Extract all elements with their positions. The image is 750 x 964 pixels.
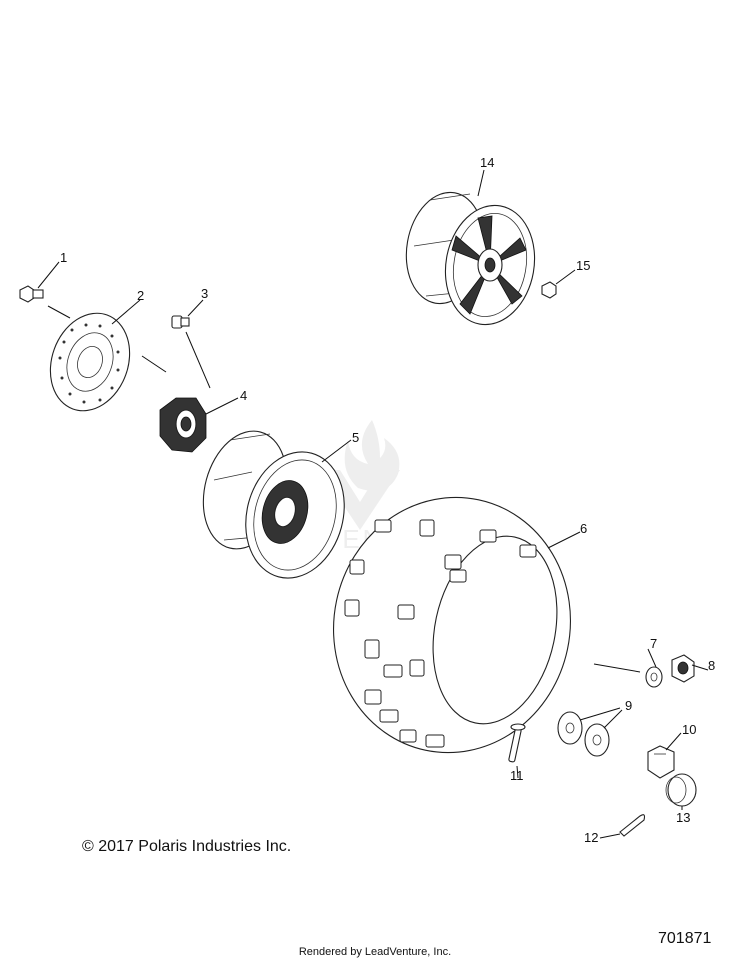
part-13-cap bbox=[665, 773, 697, 807]
part-15-lug-nut bbox=[541, 281, 557, 299]
callout-2: 2 bbox=[137, 288, 144, 303]
callout-15: 15 bbox=[576, 258, 590, 273]
diagram-number: 701871 bbox=[658, 930, 712, 947]
callout-6: 6 bbox=[580, 521, 587, 536]
callout-3: 3 bbox=[201, 286, 208, 301]
part-7-washer bbox=[645, 666, 663, 688]
copyright-text: © 2017 Polaris Industries Inc. bbox=[82, 838, 292, 855]
part-1-bolt bbox=[19, 285, 44, 303]
callout-8: 8 bbox=[708, 658, 715, 673]
part-2-brake-disc bbox=[49, 312, 131, 412]
callout-4: 4 bbox=[240, 388, 247, 403]
callout-5: 5 bbox=[352, 430, 359, 445]
callout-labels: 1 2 3 4 5 6 7 8 9 10 11 12 13 14 15 bbox=[60, 155, 715, 845]
part-4-hub bbox=[159, 397, 207, 453]
part-12-cotter-pin bbox=[619, 814, 646, 837]
leader-lines bbox=[37, 169, 709, 839]
part-9-washers bbox=[557, 711, 610, 757]
callout-13: 13 bbox=[676, 810, 690, 825]
callout-11: 11 bbox=[510, 768, 524, 783]
callout-9: 9 bbox=[625, 698, 632, 713]
callout-7: 7 bbox=[650, 636, 657, 651]
part-3-bolt bbox=[171, 315, 190, 329]
callout-12: 12 bbox=[584, 830, 598, 845]
callout-14: 14 bbox=[480, 155, 494, 170]
part-14-wheel bbox=[405, 191, 536, 326]
part-5-rim bbox=[202, 430, 345, 579]
part-8-nut bbox=[671, 654, 695, 683]
part-6-tire bbox=[333, 496, 571, 754]
callout-10: 10 bbox=[682, 722, 696, 737]
part-10-nut bbox=[647, 745, 675, 779]
part-11-stud bbox=[508, 723, 526, 763]
rendered-by-text: Rendered by LeadVenture, Inc. bbox=[298, 946, 452, 958]
callout-1: 1 bbox=[60, 250, 67, 265]
